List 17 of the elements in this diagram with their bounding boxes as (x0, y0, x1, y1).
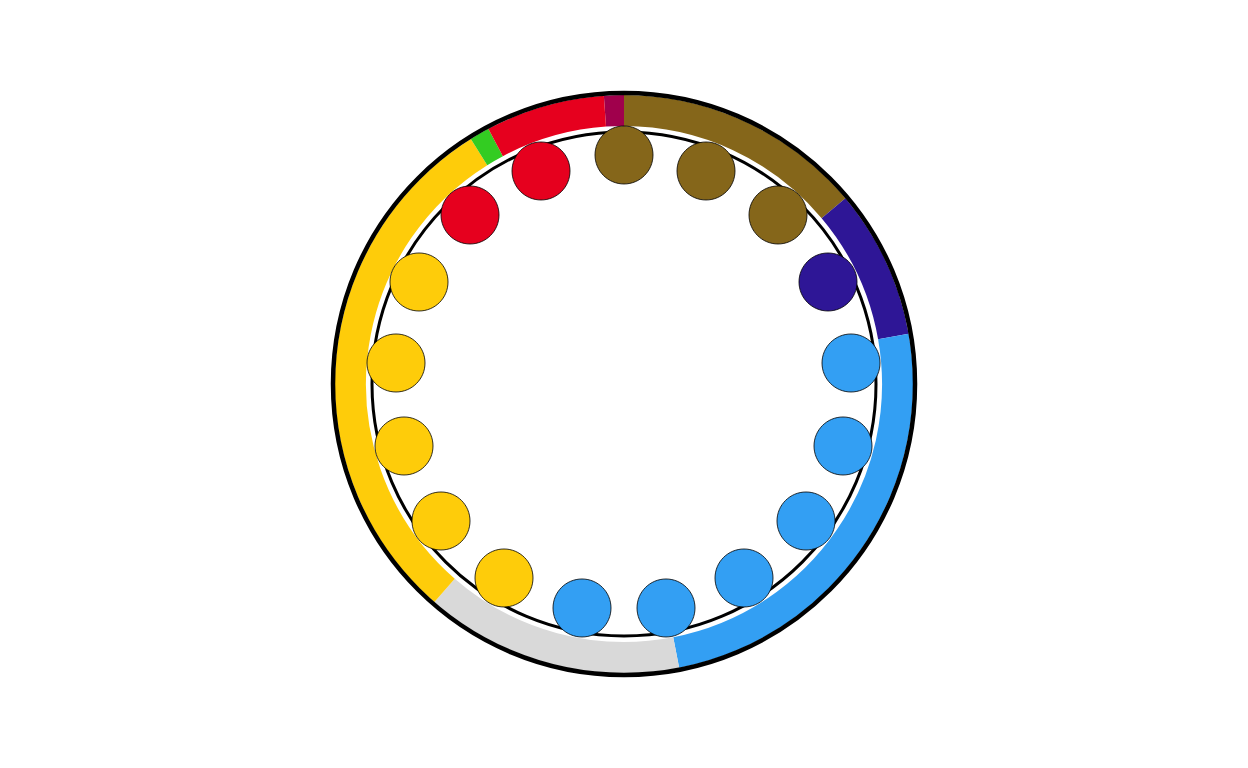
circle (594, 125, 654, 185)
circle (552, 578, 612, 638)
circle (474, 548, 534, 608)
circle (511, 141, 571, 201)
circle (798, 252, 858, 312)
circle (636, 578, 696, 638)
circle (748, 185, 808, 245)
circle (821, 333, 881, 393)
circle (389, 252, 449, 312)
circle (776, 491, 836, 551)
circle (411, 491, 471, 551)
circle (374, 416, 434, 476)
circle (676, 141, 736, 201)
circle (440, 185, 500, 245)
circle (366, 333, 426, 393)
circle (813, 416, 873, 476)
circle (714, 548, 774, 608)
